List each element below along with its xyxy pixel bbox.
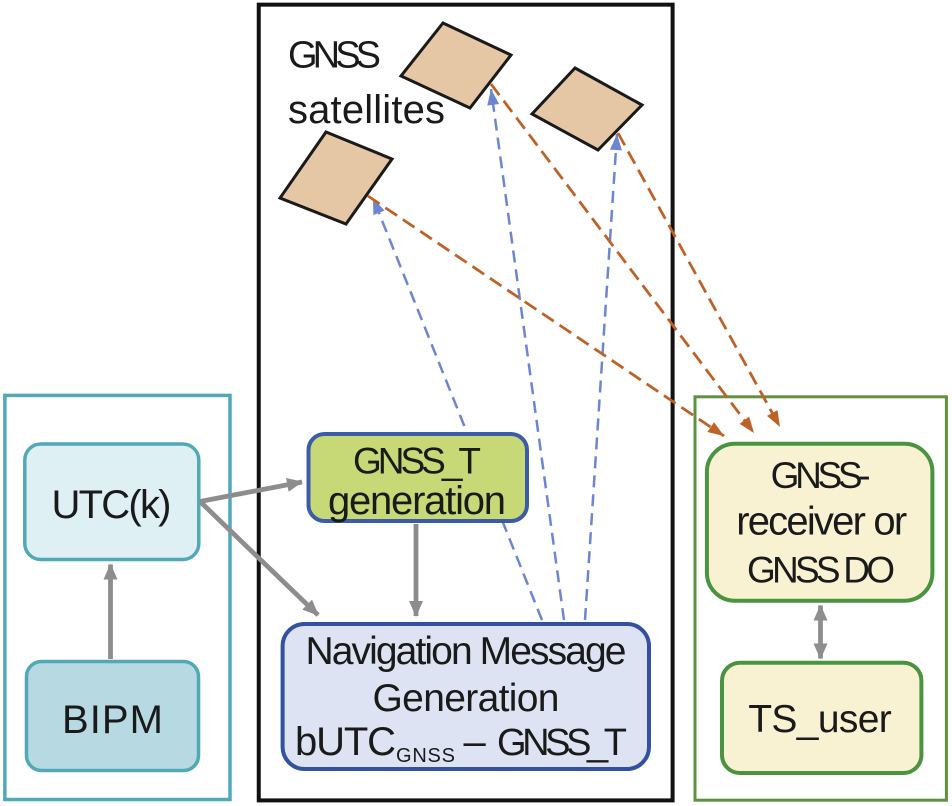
svg-text:GNSS DO: GNSS DO [747, 550, 895, 591]
svg-text:bUTC: bUTC [295, 720, 396, 764]
svg-text:BIPM: BIPM [62, 698, 163, 742]
svg-text:Generation: Generation [373, 677, 560, 720]
svg-text:TS_user: TS_user [748, 698, 892, 741]
svg-text:GNSS_T: GNSS_T [497, 722, 627, 764]
svg-text:–: – [464, 720, 487, 764]
svg-text:GNSS-: GNSS- [771, 455, 871, 496]
svg-text:UTC(k): UTC(k) [52, 483, 172, 527]
svg-text:receiver or: receiver or [736, 500, 907, 544]
svg-text:GNSS: GNSS [396, 745, 455, 767]
svg-text:GNSS: GNSS [288, 35, 381, 77]
svg-text:satellites: satellites [288, 88, 445, 132]
svg-text:GNSS_T: GNSS_T [353, 441, 481, 482]
svg-text:generation: generation [328, 479, 506, 523]
svg-text:Navigation Message: Navigation Message [306, 630, 627, 673]
